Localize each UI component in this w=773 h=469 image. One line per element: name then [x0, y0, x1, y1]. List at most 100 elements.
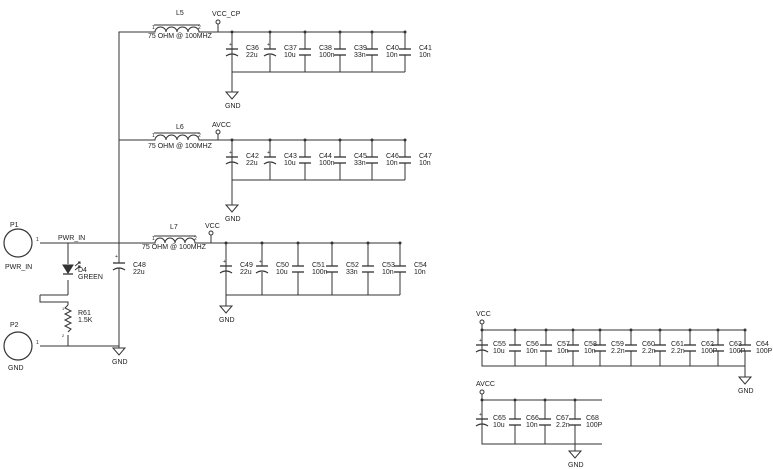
cap-value: 10n [584, 348, 596, 355]
p2-ref: P2 [10, 322, 19, 329]
cap-junction [543, 398, 547, 402]
cap-junction [303, 30, 307, 34]
cap-junction [330, 241, 334, 245]
inductor-pin1: 1 [152, 133, 155, 139]
cap-plate-curved [263, 53, 277, 57]
cap-ref: C54 [414, 262, 427, 269]
cap-ref: C56 [526, 341, 539, 348]
cap-value: 10n [419, 160, 431, 167]
cap-ref: C40 [386, 45, 399, 52]
ground-symbol: GND [224, 72, 241, 110]
ground-symbol: GND [567, 450, 584, 469]
p2-pin: 1 [36, 340, 39, 346]
inductor-ref: L7 [170, 224, 178, 231]
inductor-value: 75 OHM @ 100MHZ [142, 244, 207, 251]
cap-junction [571, 328, 575, 332]
cap-ref: C45 [354, 153, 367, 160]
cap-junction [658, 328, 662, 332]
cap-value: 100n [319, 52, 335, 59]
cap-value: 100P [756, 348, 773, 355]
cap-junction [230, 30, 234, 34]
cap-junction [398, 241, 402, 245]
cap-junction [743, 328, 747, 332]
connector-p1: P1 1 PWR_IN [3, 222, 39, 271]
cap-plus: + [229, 42, 232, 48]
cap-ref: C52 [346, 262, 359, 269]
net-label-vcc-cp: VCC_CP [212, 11, 241, 32]
connector-p2: P2 1 GND [3, 322, 39, 372]
net-label-avcc: AVCC [212, 122, 231, 140]
cap-junction [370, 30, 374, 34]
ground-label: GND [225, 216, 241, 223]
cap-junction [338, 138, 342, 142]
cap-value: 100n [312, 269, 328, 276]
cap-junction [303, 138, 307, 142]
cap-ref: C36 [246, 45, 259, 52]
cap-junction [260, 241, 264, 245]
ground-label: GND [738, 388, 754, 395]
cap-plus: + [479, 338, 482, 344]
inductor-coil [150, 26, 204, 33]
cap-plus: + [259, 259, 262, 265]
cap-value: 33n [354, 52, 366, 59]
cap-ref: C67 [556, 415, 569, 422]
cap-junction [513, 328, 517, 332]
cap-value: 10u [493, 422, 505, 429]
ground-label: GND [568, 462, 584, 469]
cap-plate-curved [255, 270, 269, 274]
cap-junction [716, 328, 720, 332]
cap-ref: C59 [611, 341, 624, 348]
inductor-value: 75 OHM @ 100MHZ [148, 33, 213, 40]
net-label-vcc: VCC [205, 223, 220, 243]
cap-plus: + [267, 42, 270, 48]
cap-ref: C68 [586, 415, 599, 422]
cap-plate-curved [475, 349, 489, 353]
cap-ref: C64 [756, 341, 769, 348]
cap-value: 10n [526, 422, 538, 429]
cap-value: 10n [386, 52, 398, 59]
ground-symbol: GND [737, 376, 754, 395]
inductor-pin1: 1 [152, 25, 155, 31]
inductor-pin1: 1 [152, 236, 155, 242]
cap-ref: C65 [493, 415, 506, 422]
cap-junction [338, 30, 342, 34]
cap-junction [403, 30, 407, 34]
ground-symbol: GND [218, 295, 235, 324]
cap-value: 10n [419, 52, 431, 59]
cap-plate-curved [219, 270, 233, 274]
cap-value: 22u [246, 160, 258, 167]
net-vcc-bank-text: VCC [476, 311, 491, 318]
ground-triangle [567, 450, 583, 459]
p1-net: PWR_IN [5, 264, 32, 271]
cap-value: 10u [284, 52, 296, 59]
cap-value: 10n [414, 269, 426, 276]
ground-triangle [218, 305, 234, 314]
cap-value: 2.2n [556, 422, 570, 429]
cap-value: 10n [526, 348, 538, 355]
cap-plate-curved [225, 161, 239, 165]
cap-ref: C44 [319, 153, 332, 160]
net-label-avcc-bank: AVCC [476, 381, 495, 400]
